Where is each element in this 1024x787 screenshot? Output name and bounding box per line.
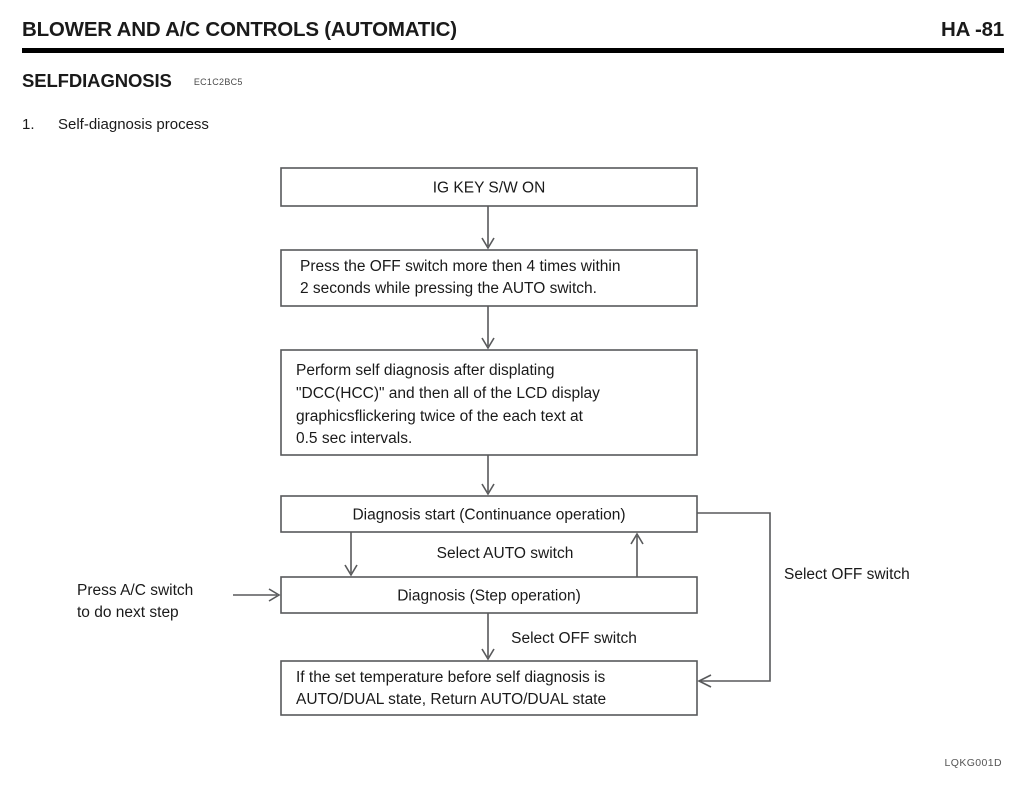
side-note-line: to do next step bbox=[77, 604, 179, 621]
flow-node-box bbox=[280, 167, 698, 207]
flow-node-diagnosis-start: Diagnosis start (Continuance operation) bbox=[280, 495, 698, 533]
flow-node-line: "DCC(HCC)" and then all of the LCD displ… bbox=[296, 385, 600, 402]
flow-node-box bbox=[280, 249, 698, 307]
flow-node-perform-self-diagnosis: Perform self diagnosis after displating … bbox=[280, 349, 698, 456]
arrowhead-step-to-start bbox=[630, 532, 644, 545]
flow-node-ig-key: IG KEY S/W ON bbox=[280, 167, 698, 207]
flow-node-line: If the set temperature before self diagn… bbox=[296, 669, 606, 686]
list-item-number: 1. bbox=[22, 116, 35, 133]
header-title: BLOWER AND A/C CONTROLS (AUTOMATIC) bbox=[22, 18, 457, 41]
flow-node-line: Perform self diagnosis after displating bbox=[296, 362, 554, 379]
edge-label-select-off-switch-step: Select OFF switch bbox=[511, 630, 637, 647]
arrowhead-step-to-return bbox=[481, 648, 495, 661]
flow-node-line: graphicsflickering twice of the each tex… bbox=[296, 408, 584, 425]
arrowhead-start-to-return-routed bbox=[697, 674, 712, 688]
section-heading: SELFDIAGNOSIS EC1C2BC5 bbox=[22, 70, 243, 94]
flow-node-press-off: Press the OFF switch more then 4 times w… bbox=[280, 249, 698, 307]
flow-node-line: 0.5 sec intervals. bbox=[296, 430, 412, 447]
arrowhead-press-to-perform bbox=[481, 337, 495, 350]
flow-node-line: Diagnosis start (Continuance operation) bbox=[352, 507, 625, 524]
flowchart-connectors bbox=[233, 206, 771, 688]
page-number: HA -81 bbox=[941, 18, 1004, 41]
flow-node-line: IG KEY S/W ON bbox=[433, 180, 546, 197]
page-header: BLOWER AND A/C CONTROLS (AUTOMATIC) HA -… bbox=[22, 18, 1004, 52]
flow-node-line: Diagnosis (Step operation) bbox=[397, 588, 581, 605]
list-item-label: Self-diagnosis process bbox=[58, 116, 209, 133]
flow-node-box bbox=[280, 576, 698, 614]
arrowhead-start-to-step bbox=[344, 564, 358, 577]
arrowhead-note-to-step bbox=[268, 588, 281, 602]
edge-label-select-off-switch-return: Select OFF switch bbox=[784, 566, 910, 583]
flow-node-line: 2 seconds while pressing the AUTO switch… bbox=[300, 280, 597, 297]
flowchart-side-note-press-ac-switch: Press A/C switch to do next step bbox=[77, 582, 193, 621]
header-divider bbox=[22, 48, 1004, 53]
figure-reference-code: LQKG001D bbox=[944, 757, 1002, 769]
section-title: SELFDIAGNOSIS bbox=[22, 70, 172, 91]
flow-node-box bbox=[280, 660, 698, 716]
flowchart-nodes: IG KEY S/W ON Press the OFF switch more … bbox=[280, 167, 698, 716]
flow-node-return-auto-dual: If the set temperature before self diagn… bbox=[280, 660, 698, 716]
arrowhead-ig-to-press bbox=[481, 237, 495, 250]
list-item: 1. Self-diagnosis process bbox=[22, 116, 209, 133]
flow-node-box bbox=[280, 349, 698, 456]
flow-node-line: AUTO/DUAL state, Return AUTO/DUAL state bbox=[296, 691, 606, 708]
flowchart-edge-labels: Select AUTO switch Select OFF switch Sel… bbox=[437, 545, 910, 647]
connector-start-to-return-routed bbox=[697, 512, 771, 682]
arrowhead-perform-to-start bbox=[481, 483, 495, 496]
flow-node-diagnosis-step: Diagnosis (Step operation) bbox=[280, 576, 698, 614]
edge-label-select-auto-switch: Select AUTO switch bbox=[437, 545, 574, 562]
side-note-line: Press A/C switch bbox=[77, 582, 193, 599]
flow-node-box bbox=[280, 495, 698, 533]
flow-node-line: Press the OFF switch more then 4 times w… bbox=[300, 258, 620, 275]
section-reference-code: EC1C2BC5 bbox=[193, 77, 243, 87]
